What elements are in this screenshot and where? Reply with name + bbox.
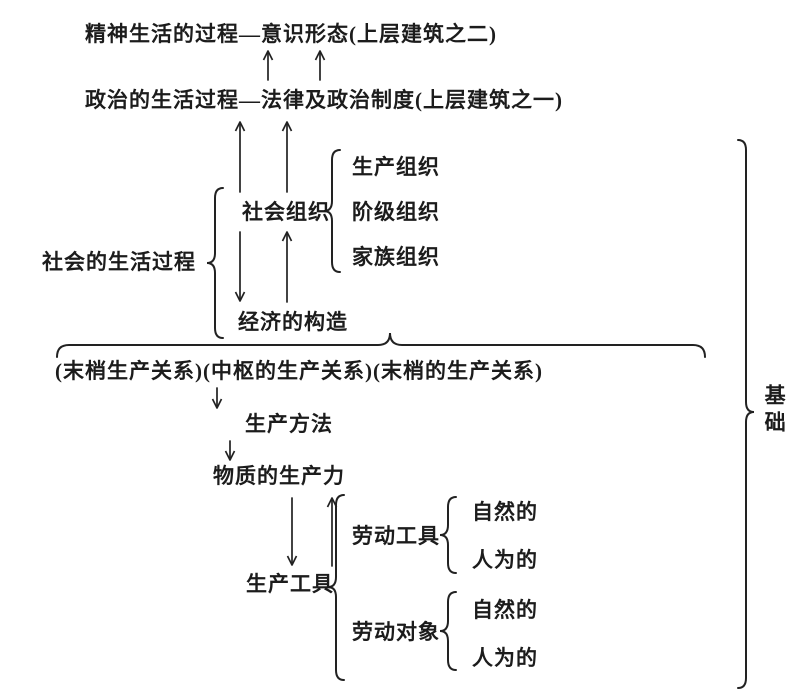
label-family-organization: 家族组织 [352,245,440,269]
left-brace [323,149,341,273]
down-arrow [286,497,298,566]
label-social-life-process: 社会的生活过程 [42,250,196,274]
label-artificial: 人为的 [472,646,538,670]
label-production-organization: 生产组织 [352,155,440,179]
label-class-organization: 阶级组织 [352,200,440,224]
left-brace [206,187,224,339]
label-base: 基础 [762,384,787,438]
label-labor-objects: 劳动对象 [352,620,440,644]
up-arrow [234,121,246,193]
label-political-process: 政治的生活过程—法律及政治制度(上层建筑之一) [85,88,563,112]
label-material-productive-forces: 物质的生产力 [213,464,345,488]
down-arrow [211,387,223,409]
label-artificial: 人为的 [472,548,538,572]
label-economic-structure: 经济的构造 [238,310,348,334]
left-brace [439,591,457,671]
label-social-organization: 社会组织 [242,200,330,224]
label-spiritual-process: 精神生活的过程—意识形态(上层建筑之二) [85,22,497,46]
label-labor-tools: 劳动工具 [352,524,440,548]
label-natural: 自然的 [472,500,538,524]
label-production-relations-row: (末梢生产关系)(中枢的生产关系)(末梢的生产关系) [55,359,543,383]
horizontal-brace [56,332,706,358]
up-arrow [281,121,293,193]
up-arrow [326,497,338,567]
right-brace [737,139,755,689]
left-brace [439,496,457,574]
label-production-method: 生产方法 [245,412,333,436]
label-production-tools: 生产工具 [246,572,334,596]
down-arrow [224,440,236,461]
down-arrow [234,231,246,302]
up-arrow [262,50,274,81]
label-natural: 自然的 [472,598,538,622]
up-arrow [281,231,293,303]
up-arrow [314,50,326,81]
left-brace [327,494,345,681]
